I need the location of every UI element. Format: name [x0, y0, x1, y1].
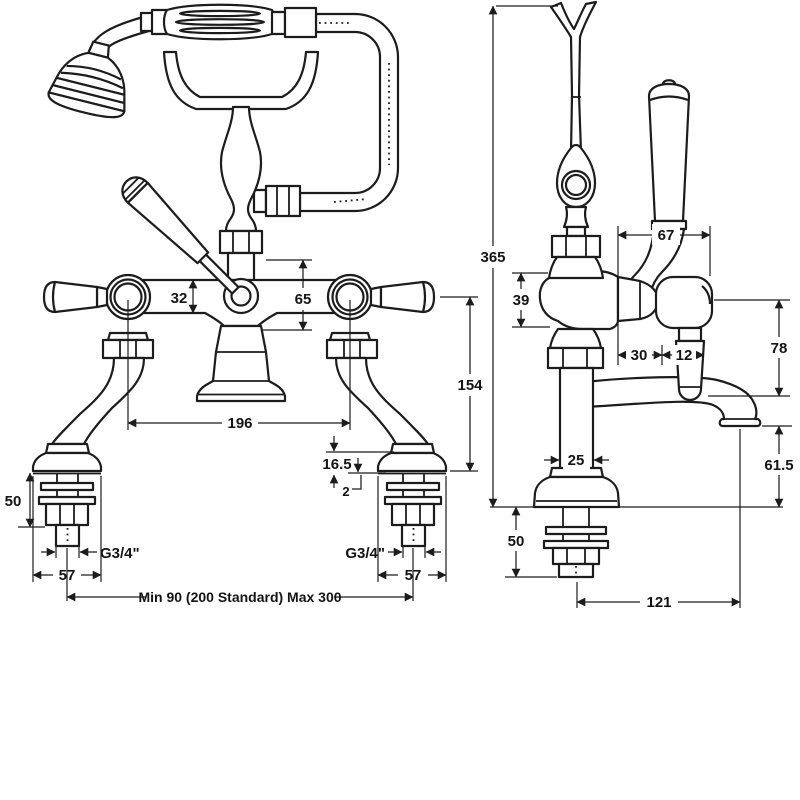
dim-min-max-label: Min 90 (200 Standard) Max 300	[138, 589, 341, 605]
handset-cradle	[162, 50, 320, 284]
dim-121-label: 121	[646, 594, 671, 611]
dim-365-label: 365	[480, 249, 505, 266]
dim-50-front-label: 50	[5, 493, 22, 510]
side-spout	[583, 376, 762, 428]
right-handle	[379, 280, 436, 314]
side-cradle-fork	[549, 0, 602, 259]
dim-25: 25	[544, 449, 609, 470]
dim-2: 2	[342, 475, 362, 499]
dim-32-label: 32	[171, 290, 188, 307]
dim-67: 67	[617, 224, 711, 365]
dim-78-label: 78	[771, 340, 788, 357]
dim-196: 196	[127, 300, 351, 434]
dim-50-side: 50	[502, 506, 557, 578]
dim-61-5-label: 61.5	[764, 457, 793, 474]
dim-2-label: 2	[342, 484, 349, 499]
left-leg	[31, 356, 146, 548]
handset	[47, 3, 318, 119]
handset-head	[47, 40, 126, 119]
dim-16-5: 16.5	[322, 436, 394, 488]
dim-78: 78	[708, 299, 793, 397]
dim-39-label: 39	[513, 292, 530, 309]
dim-61-5: 61.5	[757, 425, 800, 508]
dim-g34-right: G3/4"	[345, 545, 441, 562]
right-handle-boss	[369, 285, 383, 309]
side-body	[538, 255, 714, 402]
left-handle	[42, 280, 99, 314]
dim-65-label: 65	[295, 291, 312, 308]
side-bonnet	[654, 275, 714, 330]
dim-50-side-label: 50	[508, 533, 525, 550]
dim-365: 365	[475, 5, 558, 508]
dim-30: 30	[617, 345, 663, 365]
front-view	[31, 3, 448, 548]
dim-196-label: 196	[227, 415, 252, 432]
hose-elbow-nut	[252, 184, 302, 218]
left-handle-boss	[95, 285, 109, 309]
handset-grip	[139, 3, 318, 41]
dim-12: 12	[661, 345, 705, 365]
right-leg	[334, 356, 448, 548]
dim-30-label: 30	[631, 347, 648, 364]
dim-50-front: 50	[5, 472, 45, 528]
diverter-ring	[230, 285, 252, 307]
shower-hose	[298, 12, 400, 213]
right-union-nut	[325, 331, 379, 360]
dim-g34-left-label: G3/4"	[100, 545, 140, 562]
dim-32: 32	[158, 279, 202, 314]
dim-154-label: 154	[457, 377, 483, 394]
left-valve	[42, 273, 152, 321]
dim-39: 39	[507, 272, 550, 328]
dim-121: 121	[576, 429, 741, 612]
dim-16-5-label: 16.5	[322, 456, 351, 473]
dim-25-label: 25	[568, 452, 585, 469]
side-view	[532, 0, 762, 579]
dim-154: 154	[440, 296, 489, 472]
right-valve	[326, 273, 436, 321]
dim-g34-left: G3/4"	[41, 545, 140, 562]
dim-12-label: 12	[676, 347, 693, 364]
dim-65: 65	[262, 259, 317, 331]
dim-67-label: 67	[658, 227, 675, 244]
spout-front	[195, 324, 287, 403]
dim-min-max: Min 90 (200 Standard) Max 300	[66, 548, 414, 607]
fork-skirt	[547, 255, 605, 280]
side-lever-handle	[626, 79, 691, 296]
dimensions: 32 65 154 196	[5, 5, 800, 612]
dim-g34-right-label: G3/4"	[345, 545, 385, 562]
diverter-lever	[121, 176, 240, 295]
